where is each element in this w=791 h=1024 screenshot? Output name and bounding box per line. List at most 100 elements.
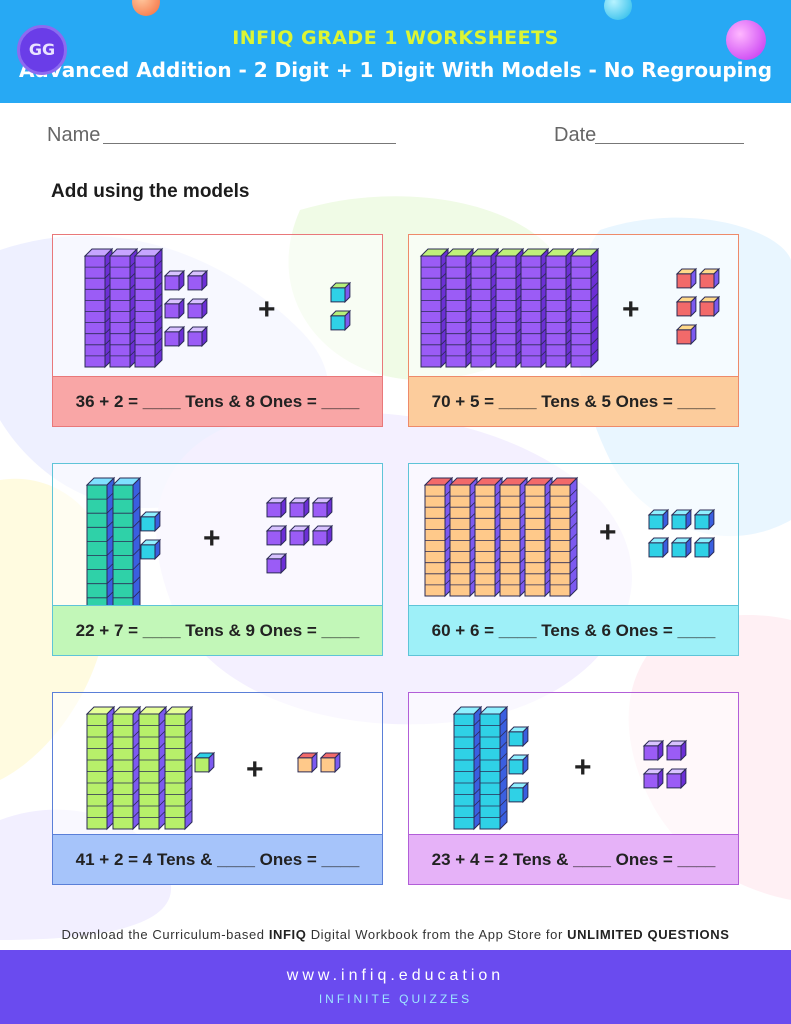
equation-text[interactable]: 23 + 4 = 2 Tens & ____ Ones = ____	[431, 850, 716, 869]
added-one-cube	[288, 496, 311, 519]
equation-bar: 36 + 2 = ____ Tens & 8 Ones = ____	[53, 376, 382, 426]
instruction-text: Add using the models	[51, 181, 250, 202]
ten-rod	[111, 476, 142, 628]
added-one-cube	[675, 267, 698, 290]
one-cube	[186, 325, 209, 348]
added-one-cube	[329, 309, 352, 332]
added-one-cube	[665, 767, 688, 790]
equation-bar: 41 + 2 = 4 Tens & ____ Ones = ____	[53, 834, 382, 884]
added-one-cube	[698, 295, 721, 318]
plus-sign: +	[574, 751, 592, 784]
plus-sign: +	[622, 293, 640, 326]
download-text-2: Digital Workbook from the App Store for	[306, 927, 568, 942]
problem-card: + 23 + 4 = 2 Tens & ____ Ones = ____	[408, 692, 739, 885]
problem-card: + 41 + 2 = 4 Tens & ____ Ones = ____	[52, 692, 383, 885]
one-cube	[139, 538, 162, 561]
download-text-1: Download the Curriculum-based	[61, 927, 269, 942]
name-label: Name	[47, 124, 101, 146]
added-one-cube	[265, 552, 288, 575]
ten-rod	[498, 476, 529, 598]
added-one-cube	[265, 496, 288, 519]
added-one-cube	[319, 751, 342, 774]
equation-text[interactable]: 41 + 2 = 4 Tens & ____ Ones = ____	[75, 850, 360, 869]
one-cube	[163, 269, 186, 292]
problem-card: + 60 + 6 = ____ Tens & 6 Ones = ____	[408, 463, 739, 656]
added-one-cube	[647, 508, 670, 531]
one-cube	[193, 751, 216, 774]
base-ten-model: +	[409, 693, 738, 834]
added-one-cube	[642, 767, 665, 790]
date-line[interactable]	[595, 143, 744, 144]
worksheet-series-title: INFIQ GRADE 1 WORKSHEETS	[232, 27, 559, 49]
worksheet-title: Advanced Addition - 2 Digit + 1 Digit Wi…	[18, 58, 773, 82]
one-cube	[139, 510, 162, 533]
added-one-cube	[693, 536, 716, 559]
base-ten-model: +	[409, 235, 738, 376]
equation-bar: 70 + 5 = ____ Tens & 5 Ones = ____	[409, 376, 738, 426]
ten-rod	[133, 247, 164, 369]
footer-banner: www.infiq.education INFINITE QUIZZES	[0, 950, 791, 1024]
added-one-cube	[288, 524, 311, 547]
ten-rod	[548, 476, 579, 598]
one-cube	[186, 297, 209, 320]
equation-bar: 60 + 6 = ____ Tens & 6 Ones = ____	[409, 605, 738, 655]
download-brand: INFIQ	[268, 927, 307, 942]
added-one-cube	[675, 323, 698, 346]
added-one-cube	[329, 281, 352, 304]
ten-rod	[569, 247, 600, 369]
added-one-cube	[296, 751, 319, 774]
added-one-cube	[698, 267, 721, 290]
equation-bar: 23 + 4 = 2 Tens & ____ Ones = ____	[409, 834, 738, 884]
ten-rod	[137, 705, 168, 831]
footer-tagline: INFINITE QUIZZES	[318, 992, 473, 1006]
base-ten-model: +	[53, 235, 382, 376]
logo-text: GG	[28, 40, 56, 59]
decor-ball-purple	[726, 20, 766, 60]
plus-sign: +	[203, 522, 221, 555]
ten-rod	[85, 705, 116, 831]
problem-card: + 36 + 2 = ____ Tens & 8 Ones = ____	[52, 234, 383, 427]
added-one-cube	[311, 496, 334, 519]
plus-sign: +	[599, 516, 617, 549]
decor-ball-orange	[132, 0, 160, 16]
added-one-cube	[675, 295, 698, 318]
ten-rod	[163, 705, 194, 831]
added-one-cube	[670, 536, 693, 559]
name-line[interactable]	[103, 143, 396, 144]
base-ten-model: +	[53, 464, 382, 628]
download-text-3: UNLIMITED QUESTIONS	[567, 927, 730, 942]
ten-rod	[85, 476, 116, 628]
header-banner: INFIQ GRADE 1 WORKSHEETS Advanced Additi…	[0, 0, 791, 103]
problem-card: + 70 + 5 = ____ Tens & 5 Ones = ____	[408, 234, 739, 427]
website-link[interactable]: www.infiq.education	[286, 967, 505, 984]
date-label: Date	[554, 124, 597, 146]
equation-text[interactable]: 70 + 5 = ____ Tens & 5 Ones = ____	[431, 392, 716, 411]
added-one-cube	[670, 508, 693, 531]
download-note: Download the Curriculum-based INFIQ Digi…	[0, 927, 791, 942]
equation-text[interactable]: 36 + 2 = ____ Tens & 8 Ones = ____	[75, 392, 360, 411]
plus-sign: +	[258, 293, 276, 326]
ten-rod	[111, 705, 142, 831]
added-one-cube	[665, 739, 688, 762]
one-cube	[507, 725, 530, 748]
one-cube	[163, 325, 186, 348]
plus-sign: +	[246, 753, 264, 786]
added-one-cube	[647, 536, 670, 559]
added-one-cube	[311, 524, 334, 547]
equation-bar: 22 + 7 = ____ Tens & 9 Ones = ____	[53, 605, 382, 655]
added-one-cube	[693, 508, 716, 531]
one-cube	[186, 269, 209, 292]
one-cube	[507, 753, 530, 776]
added-one-cube	[642, 739, 665, 762]
base-ten-model: +	[53, 693, 382, 834]
base-ten-model: +	[409, 464, 738, 605]
equation-text[interactable]: 22 + 7 = ____ Tens & 9 Ones = ____	[75, 621, 360, 640]
infiq-logo: GG	[17, 25, 67, 75]
decor-ball-blue	[604, 0, 632, 20]
problem-card: + 22 + 7 = ____ Tens & 9 Ones = ____	[52, 463, 383, 656]
one-cube	[163, 297, 186, 320]
added-one-cube	[265, 524, 288, 547]
equation-text[interactable]: 60 + 6 = ____ Tens & 6 Ones = ____	[431, 621, 716, 640]
one-cube	[507, 781, 530, 804]
ten-rod	[452, 705, 483, 831]
